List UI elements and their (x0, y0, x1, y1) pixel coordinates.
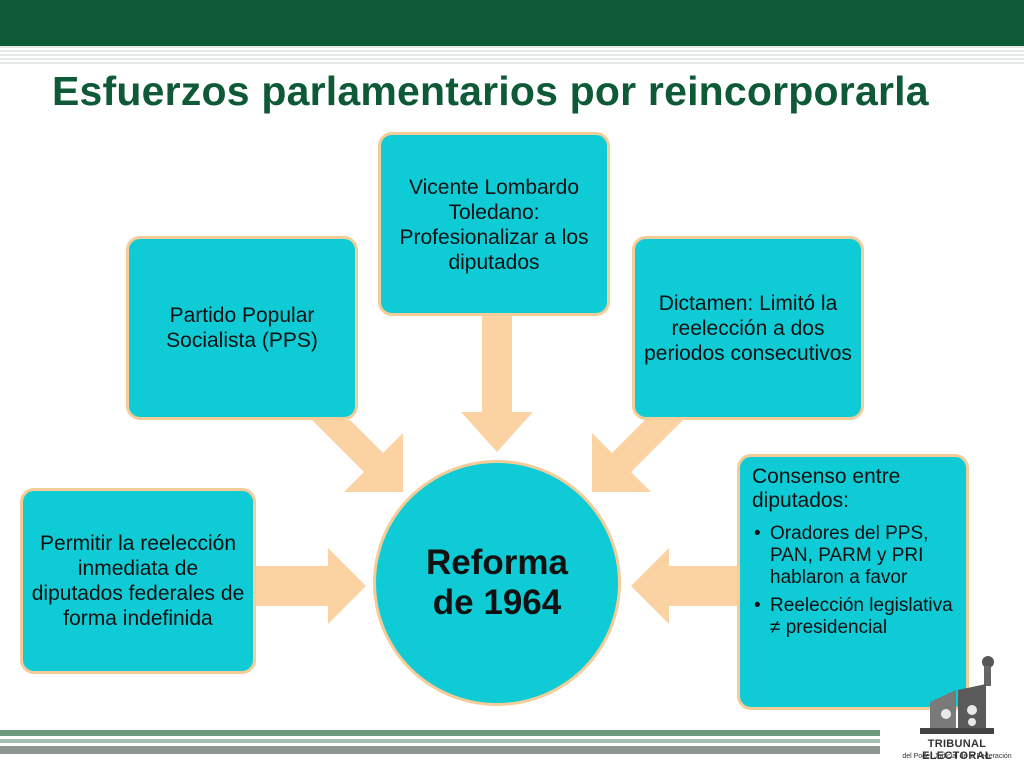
box-lombardo-text: Vicente Lombardo Toledano: Profesionaliz… (399, 176, 589, 274)
logo-text-line1: TRIBUNAL ELECTORAL (922, 738, 992, 762)
center-label-line1: Reforma (426, 543, 568, 582)
arrow-pps (305, 413, 403, 492)
consenso-heading: Consenso entre diputados: (752, 465, 901, 512)
consenso-bullet-item: • Oradores del PPS, PAN, PARM y PRI habl… (752, 523, 956, 589)
arrow-dictamen (592, 413, 690, 492)
box-pps-text: Partido Popular Socialista (PPS) (166, 304, 318, 352)
header-bar (0, 0, 1024, 46)
header-stripes (0, 46, 1024, 64)
center-node: Reforma de 1964 (373, 460, 621, 706)
bullet-icon: • (754, 523, 761, 544)
consenso-bullet-item: • Reelección legislativa ≠ presidencial (752, 595, 956, 639)
consenso-bullet-text: Oradores del PPS, PAN, PARM y PRI hablar… (770, 523, 929, 588)
center-label: Reforma de 1964 (407, 543, 587, 623)
footer-stripes (0, 730, 880, 756)
box-lombardo: Vicente Lombardo Toledano: Profesionaliz… (378, 132, 610, 316)
box-dictamen-text: Dictamen: Limitó la reelección a dos per… (644, 291, 852, 365)
arrow-consenso (631, 548, 737, 624)
center-label-line2: de 1964 (432, 583, 562, 622)
bullet-icon: • (754, 595, 761, 616)
arrow-lombardo (461, 316, 533, 452)
consenso-bullet-text: Reelección legislativa ≠ presidencial (770, 595, 953, 638)
box-consenso: Consenso entre diputados: • Oradores del… (737, 454, 969, 710)
box-permitir: Permitir la reelección inmediata de dipu… (20, 488, 256, 674)
tribunal-logo: TRIBUNAL ELECTORAL del Poder Judicial de… (892, 650, 1022, 768)
logo-text-line2: del Poder Judicial de la Federación (902, 753, 1012, 760)
slide-title: Esfuerzos parlamentarios por reincorpora… (52, 68, 929, 114)
box-dictamen: Dictamen: Limitó la reelección a dos per… (632, 236, 864, 420)
consenso-list: • Oradores del PPS, PAN, PARM y PRI habl… (752, 523, 956, 639)
box-pps: Partido Popular Socialista (PPS) (126, 236, 358, 420)
box-permitir-text: Permitir la reelección inmediata de dipu… (31, 532, 245, 630)
scales-emblem-icon (920, 656, 994, 734)
arrow-permitir (256, 548, 366, 624)
